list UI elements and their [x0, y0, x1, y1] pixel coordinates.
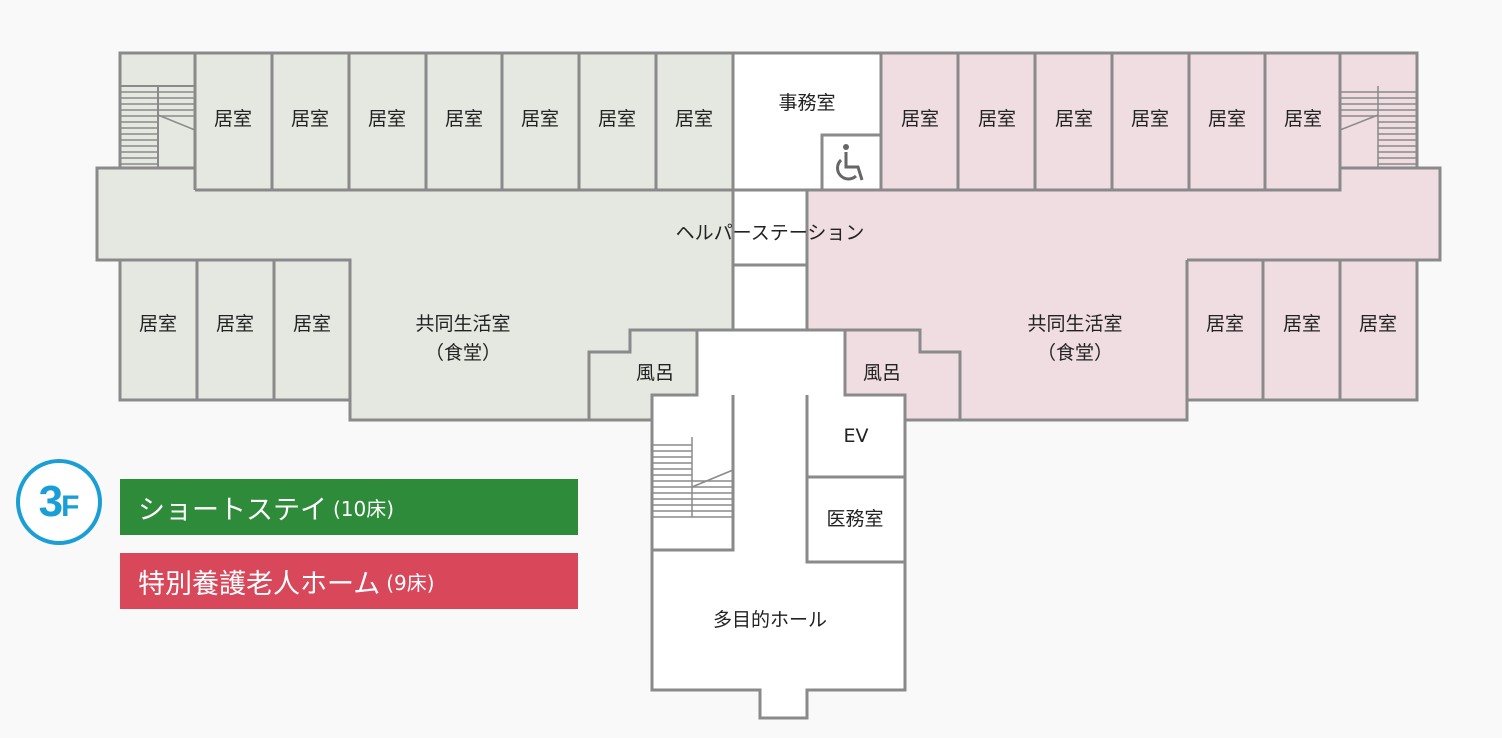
room-label: 居室 [1358, 313, 1398, 336]
legend-label: 特別養護老人ホーム [138, 568, 381, 600]
room-label: 居室 [1207, 108, 1247, 131]
room-label: 居室 [520, 108, 560, 131]
room-label: 居室 [977, 108, 1017, 131]
room-label: 居室 [1205, 313, 1245, 336]
bath-label: 風呂 [635, 362, 675, 385]
room-label: 居室 [290, 108, 330, 131]
room-label: 居室 [1283, 108, 1323, 131]
room-label: 居室 [138, 313, 178, 336]
floor-suffix: F [61, 490, 80, 523]
elevator-label: EV [843, 425, 869, 448]
dining-label: （食堂） [424, 342, 502, 365]
common-room-label: 共同生活室 [1027, 313, 1123, 336]
room-label: 居室 [292, 313, 332, 336]
common-room-label: 共同生活室 [415, 313, 511, 336]
medical-office-label: 医務室 [826, 508, 884, 531]
room-label: 居室 [444, 108, 484, 131]
floor-number: 3 [38, 477, 64, 526]
dining-label: （食堂） [1036, 342, 1114, 365]
helper-station-label: ヘルパーステーション [675, 222, 865, 245]
legend-short-stay: ショートステイ(10床) [120, 479, 578, 535]
legend-label: ショートステイ [138, 494, 327, 526]
room-label: 居室 [367, 108, 407, 131]
bath-label: 風呂 [862, 362, 902, 385]
stairs-left [120, 85, 195, 168]
helper-station [731, 188, 809, 332]
room-label: 居室 [1282, 313, 1322, 336]
room-label: 居室 [597, 108, 637, 131]
room-label: 居室 [1130, 108, 1170, 131]
room-label: 居室 [1054, 108, 1094, 131]
hall-label: 多目的ホール [712, 609, 828, 632]
legend-count: (10床) [333, 496, 395, 521]
office-label: 事務室 [778, 92, 836, 115]
wheelchair-icon [836, 144, 864, 181]
room-label: 居室 [900, 108, 940, 131]
room-label: 居室 [674, 108, 714, 131]
legend-nursing-home: 特別養護老人ホーム(9床) [120, 553, 578, 609]
legend-count: (9床) [386, 570, 435, 595]
room-label: 居室 [215, 313, 255, 336]
accessible-toilet [820, 133, 883, 192]
room-label: 居室 [213, 108, 253, 131]
